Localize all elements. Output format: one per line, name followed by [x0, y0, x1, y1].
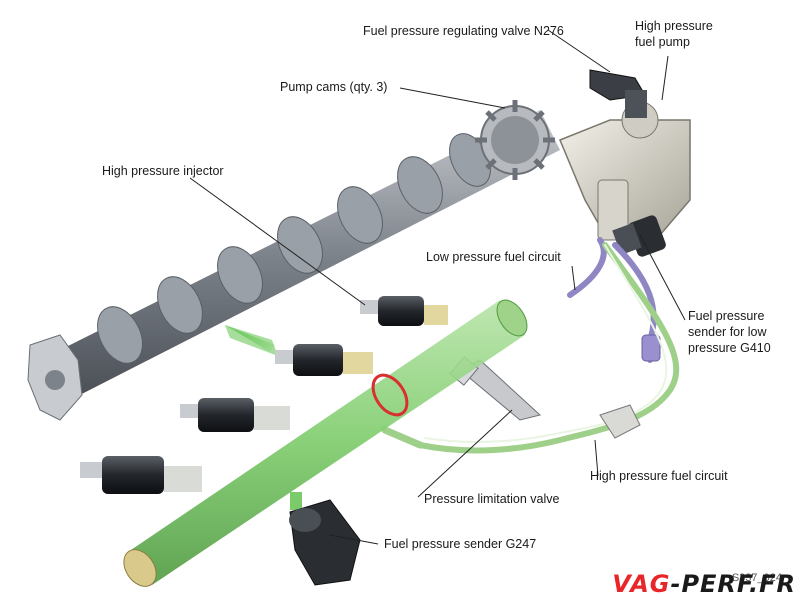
hp-pump-body — [559, 69, 691, 257]
label-hp-circuit: High pressure fuel circuit — [590, 469, 728, 483]
watermark-part2: -PERF.FR — [670, 570, 796, 598]
pressure-sender-g247 — [289, 492, 361, 586]
label-regulating-valve: Fuel pressure regulating valve N276 — [363, 24, 564, 38]
watermark-logo: VAG-PERF.FR — [612, 570, 796, 598]
fuel-spray — [225, 325, 278, 356]
label-sender-low-line1: Fuel pressure — [688, 309, 765, 323]
label-sender-low-line2: sender for low — [688, 325, 767, 339]
label-limitation-valve: Pressure limitation valve — [424, 492, 560, 506]
label-sender-low-line3: pressure G410 — [688, 341, 771, 355]
hp-injectors — [80, 296, 448, 494]
label-hp-injector: High pressure injector — [102, 164, 224, 178]
label-pump-cams: Pump cams (qty. 3) — [280, 80, 388, 94]
label-lp-circuit: Low pressure fuel circuit — [426, 250, 561, 264]
pump-cam-gear — [475, 100, 555, 180]
high-pressure-fuel-line — [381, 242, 680, 454]
label-hp-pump-line2: fuel pump — [635, 35, 690, 49]
fuel-rail — [123, 299, 528, 587]
leader-lines — [189, 29, 686, 545]
figure-id: S337_024 — [731, 572, 782, 584]
label-hp-pump-line1: High pressure — [635, 19, 713, 33]
watermark-part1: VAG — [612, 570, 671, 598]
label-sender-g247: Fuel pressure sender G247 — [384, 537, 537, 551]
camshaft — [27, 110, 560, 421]
